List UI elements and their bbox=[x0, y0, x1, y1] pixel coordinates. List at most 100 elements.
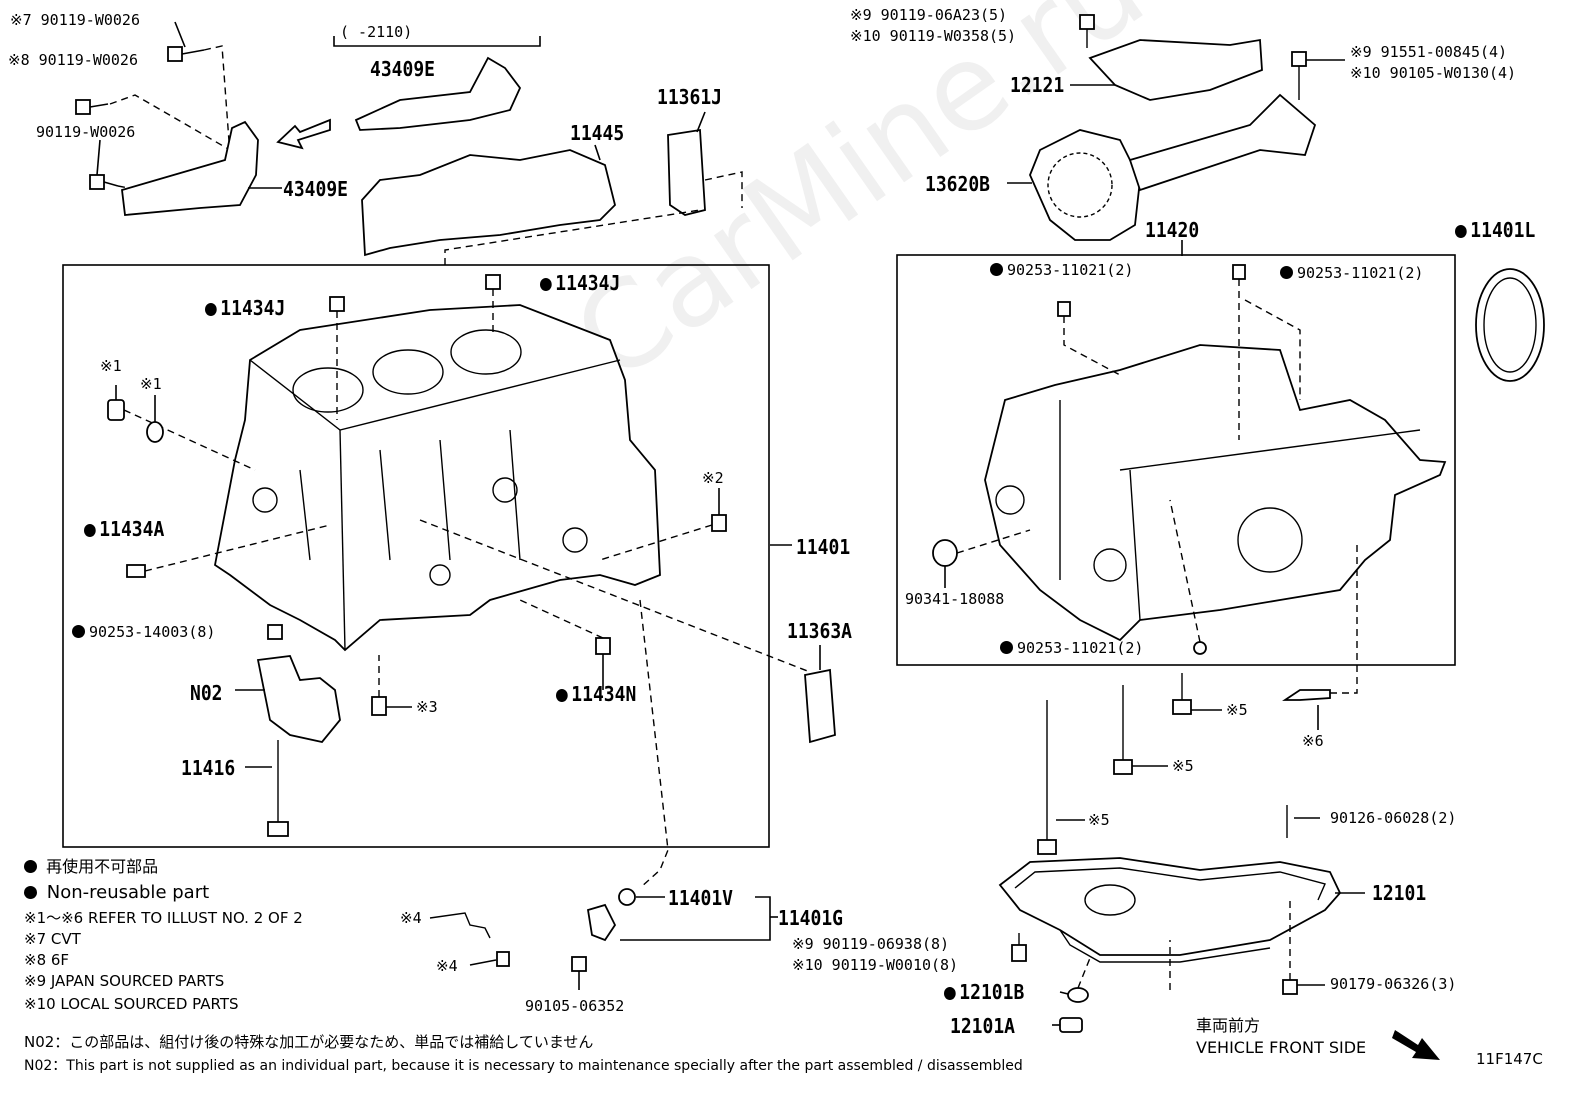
plug-11434J-right bbox=[485, 274, 501, 335]
label-12101B: 12101B bbox=[944, 981, 1024, 1003]
wire-note4 bbox=[429, 912, 491, 939]
nonreuse-dot-icon bbox=[1280, 266, 1293, 279]
dash-leader bbox=[419, 519, 811, 673]
label-11401: 11401 bbox=[796, 535, 851, 559]
label-note4b: ※4 bbox=[436, 957, 458, 975]
plug-11434J-left bbox=[329, 296, 345, 420]
nonreuse-dot-icon bbox=[72, 625, 85, 638]
nonreuse-dot-icon bbox=[24, 860, 37, 873]
cap-note3 bbox=[371, 655, 412, 716]
bearing-cap-N02 bbox=[235, 655, 341, 743]
legend-note9: ※9 JAPAN SOURCED PARTS bbox=[24, 972, 225, 990]
label-11445: 11445 bbox=[570, 121, 625, 145]
nonreuse-dot-icon bbox=[556, 689, 568, 702]
pin-11434A bbox=[126, 524, 331, 578]
nonreuse-dot-icon bbox=[540, 278, 552, 291]
diagram-code: 11F147C bbox=[1476, 1050, 1543, 1068]
nonreuse-dot-icon bbox=[205, 303, 217, 316]
label-note6: ※6 bbox=[1302, 732, 1324, 750]
oring-11401V bbox=[618, 888, 636, 906]
dash-leader bbox=[203, 45, 231, 156]
leader bbox=[594, 144, 601, 161]
oil-seal-11401L bbox=[1475, 268, 1545, 382]
part-11363A bbox=[804, 668, 836, 744]
oil-pan-12101 bbox=[998, 857, 1342, 963]
label-9-91551-00845: ※9 91551-00845(4) bbox=[1350, 43, 1508, 61]
balancer-13620B bbox=[1029, 93, 1317, 241]
nonreuse-dot-icon bbox=[990, 263, 1003, 276]
bracket-43409E-top bbox=[354, 56, 522, 131]
label-12101A: 12101A bbox=[950, 1014, 1016, 1038]
label-11434N: 11434N bbox=[556, 683, 636, 705]
nonreuse-dot-icon bbox=[1455, 225, 1467, 238]
label-9-90119-06A23: ※9 90119-06A23(5) bbox=[850, 6, 1008, 24]
sensor-11401G bbox=[586, 903, 617, 942]
pin-11434N bbox=[519, 599, 611, 690]
nonreuse-dot-icon bbox=[944, 987, 956, 1000]
label-12101: 12101 bbox=[1372, 881, 1427, 905]
bolt-90119-06A23 bbox=[1079, 14, 1095, 48]
label-11401G: 11401G bbox=[778, 906, 844, 930]
bolt-note6 bbox=[1282, 545, 1358, 730]
label-note5b: ※5 bbox=[1172, 757, 1194, 775]
seal-note1b bbox=[146, 395, 164, 443]
oil-pan-box bbox=[896, 254, 1456, 666]
bolt-90105-06352 bbox=[571, 956, 587, 990]
legend-n02-jp: N02：この部品は、組付け後の特殊な加工が必要なため、単品では補給していません bbox=[24, 1033, 594, 1051]
bolt-note4 bbox=[469, 951, 510, 967]
cylinder-block-box bbox=[62, 264, 770, 848]
top-bracket-line bbox=[333, 36, 541, 47]
label-11361J: 11361J bbox=[657, 85, 723, 109]
bolt-11416 bbox=[245, 740, 289, 837]
plug-90253-c bbox=[1169, 499, 1207, 655]
label-12121: 12121 bbox=[1010, 73, 1065, 97]
label-note4a: ※4 bbox=[400, 909, 422, 927]
label-43409E-top: 43409E bbox=[370, 57, 436, 81]
plug-12101A bbox=[1052, 1017, 1083, 1033]
label-90126-06028: 90126-06028(2) bbox=[1330, 809, 1457, 827]
label-90253-11021-b: 90253-11021(2) bbox=[1280, 265, 1423, 282]
plug-note1a bbox=[107, 385, 256, 471]
gasket-12101B bbox=[1059, 957, 1091, 1003]
legend-note10: ※10 LOCAL SOURCED PARTS bbox=[24, 995, 239, 1013]
legend-note8: ※8 6F bbox=[24, 951, 70, 969]
cap-90253-14003 bbox=[267, 624, 283, 640]
label-10-90119-W0010: ※10 90119-W0010(8) bbox=[792, 956, 959, 974]
leader bbox=[96, 139, 101, 176]
label-90119-W0026: 90119-W0026 bbox=[36, 123, 136, 141]
label-note1a: ※1 bbox=[100, 357, 122, 375]
label-11363A: 11363A bbox=[787, 619, 853, 643]
nut-90179 bbox=[1169, 900, 1325, 995]
bolt-90119-06938 bbox=[1011, 933, 1027, 962]
insulator-11445 bbox=[361, 149, 616, 257]
label-90341-18088: 90341-18088 bbox=[905, 590, 1005, 608]
oil-pan-upper-11420 bbox=[984, 344, 1447, 642]
label-43409E: 43409E bbox=[283, 177, 349, 201]
vehicle-front-jp: 車両前方 bbox=[1196, 1016, 1261, 1035]
label-note1b: ※1 bbox=[140, 375, 162, 393]
legend-note7: ※7 CVT bbox=[24, 930, 81, 948]
label-10-90105-W0130: ※10 90105-W0130(4) bbox=[1350, 64, 1517, 82]
plug-90253-a bbox=[1057, 301, 1121, 376]
label-10-90119-W0358: ※10 90119-W0358(5) bbox=[850, 27, 1017, 45]
label-11416: 11416 bbox=[181, 756, 236, 780]
label-11401V: 11401V bbox=[668, 886, 734, 910]
cover-12121 bbox=[1088, 38, 1263, 101]
bolt-8-shape bbox=[75, 99, 109, 115]
label-90179-06326: 90179-06326(3) bbox=[1330, 975, 1457, 993]
plug-90253-b bbox=[1232, 264, 1301, 440]
vehicle-front-arrow bbox=[1392, 1030, 1440, 1060]
stud-note5-mid bbox=[1113, 685, 1168, 775]
nonreuse-dot-icon bbox=[1000, 641, 1013, 654]
direction-arrow bbox=[276, 118, 331, 150]
bolt-90119-shape bbox=[89, 174, 119, 190]
label-note3: ※3 bbox=[416, 698, 438, 716]
dash-leader bbox=[109, 94, 231, 151]
legend-n02-en: N02：This part is not supplied as an indi… bbox=[24, 1058, 1023, 1074]
bolt-91551 bbox=[1291, 51, 1345, 100]
label-90253-11021-a: 90253-11021(2) bbox=[990, 262, 1133, 279]
bracket-43409E bbox=[121, 120, 259, 216]
label-90253-11021-c: 90253-11021(2) bbox=[1000, 640, 1143, 657]
